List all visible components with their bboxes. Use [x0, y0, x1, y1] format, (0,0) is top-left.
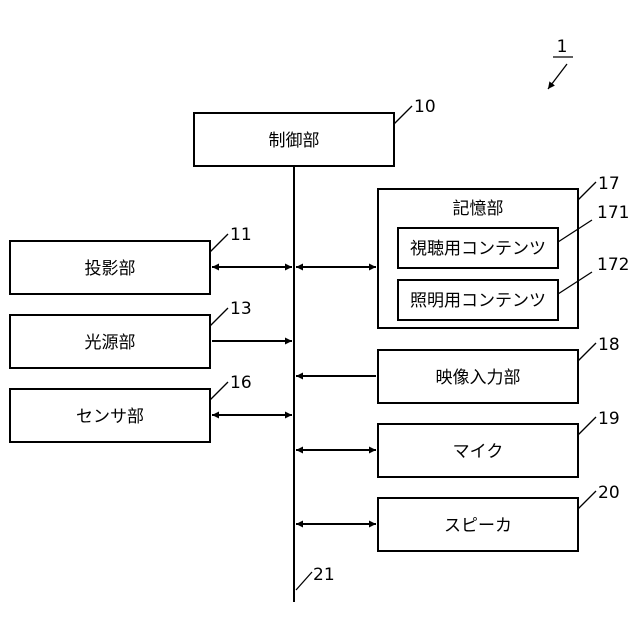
- light-source-ref-leader: [210, 308, 228, 326]
- projection-label: 投影部: [85, 259, 136, 279]
- microphone-label: マイク: [453, 442, 504, 462]
- figure-pointer-arrow: [548, 64, 567, 89]
- microphone-ref-number: 19: [598, 409, 620, 429]
- light-source-label: 光源部: [85, 333, 136, 353]
- speaker-ref-number: 20: [598, 483, 620, 503]
- sensor-label: センサ部: [76, 407, 144, 427]
- bus-ref-number: 21: [313, 565, 335, 585]
- viewing-content-ref-number: 171: [597, 203, 629, 223]
- figure-number: 1: [557, 37, 568, 57]
- light-source-ref-number: 13: [230, 299, 252, 319]
- speaker-label: スピーカ: [444, 516, 512, 536]
- control-ref-number: 10: [414, 97, 436, 117]
- storage-label: 記憶部: [453, 199, 504, 219]
- sensor-ref-leader: [210, 382, 228, 400]
- storage-ref-number: 17: [598, 174, 620, 194]
- video-input-label: 映像入力部: [436, 368, 521, 388]
- projection-ref-number: 11: [230, 225, 252, 245]
- control-label: 制御部: [269, 131, 320, 151]
- sensor-ref-number: 16: [230, 373, 252, 393]
- storage-ref-leader: [578, 182, 596, 200]
- control-ref-leader: [394, 106, 412, 124]
- microphone-ref-leader: [578, 417, 596, 435]
- projection-ref-leader: [210, 234, 228, 252]
- video-input-ref-number: 18: [598, 335, 620, 355]
- video-input-ref-leader: [578, 343, 596, 361]
- speaker-ref-leader: [578, 491, 596, 509]
- lighting-content-label: 照明用コンテンツ: [410, 291, 546, 311]
- viewing-content-label: 視聴用コンテンツ: [410, 239, 546, 259]
- lighting-content-ref-number: 172: [597, 255, 629, 275]
- bus-ref-leader: [296, 572, 312, 590]
